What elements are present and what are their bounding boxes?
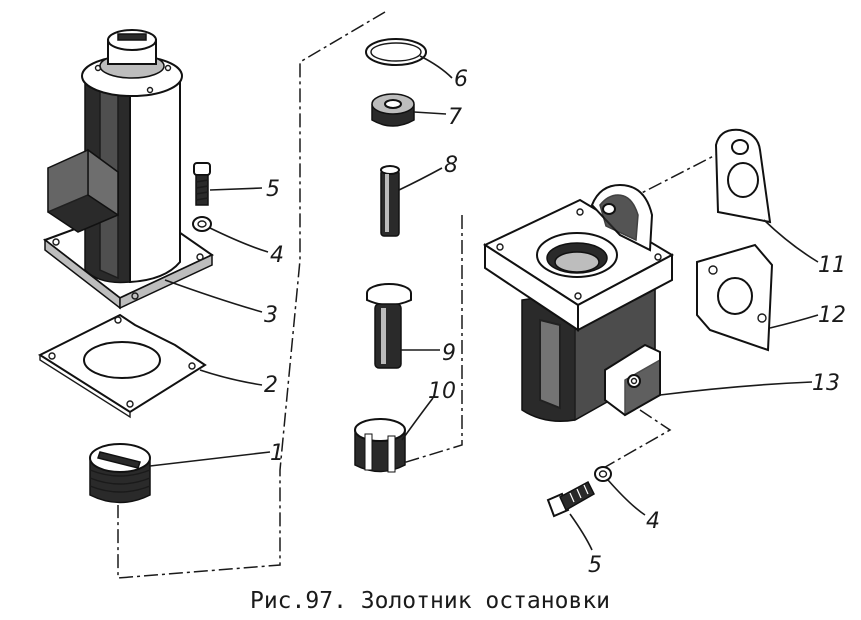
callout-12: 12 <box>818 303 846 328</box>
part-6-o-ring <box>365 38 427 66</box>
callout-labels: 1 2 3 4 5 6 7 8 9 10 11 12 13 4 5 <box>264 67 846 578</box>
callout-13: 13 <box>812 371 840 396</box>
callout-4-upper: 4 <box>270 243 284 268</box>
part-7-nut <box>371 93 415 127</box>
callout-5-lower: 5 <box>588 553 602 578</box>
part-9-valve <box>366 283 412 369</box>
part-13-valve-body <box>482 183 675 422</box>
callout-9: 9 <box>442 341 456 366</box>
part-2-gasket <box>37 313 207 419</box>
callout-8: 8 <box>444 153 458 178</box>
callout-3: 3 <box>264 303 278 328</box>
leader-lines <box>149 55 819 551</box>
callout-7: 7 <box>448 105 462 130</box>
callout-10: 10 <box>428 379 456 404</box>
figure-caption: Рис.97. Золотник остановки <box>250 588 610 614</box>
part-12-gasket <box>696 243 774 352</box>
callout-1: 1 <box>270 441 284 466</box>
part-10-sleeve <box>354 418 406 473</box>
part-4-washer-upper <box>192 216 212 232</box>
part-8-pin <box>380 165 400 237</box>
part-1-plug <box>89 443 151 504</box>
part-5-screw-upper <box>193 162 211 206</box>
callout-11: 11 <box>818 253 846 278</box>
callout-5-upper: 5 <box>266 177 280 202</box>
callout-4-lower: 4 <box>646 509 660 534</box>
part-11-gasket <box>714 128 772 224</box>
callout-2: 2 <box>264 373 278 398</box>
part-3-solenoid-housing <box>42 29 214 310</box>
part-4-washer-lower <box>594 466 612 482</box>
callout-6: 6 <box>454 67 468 92</box>
part-5-screw-lower <box>546 480 595 518</box>
